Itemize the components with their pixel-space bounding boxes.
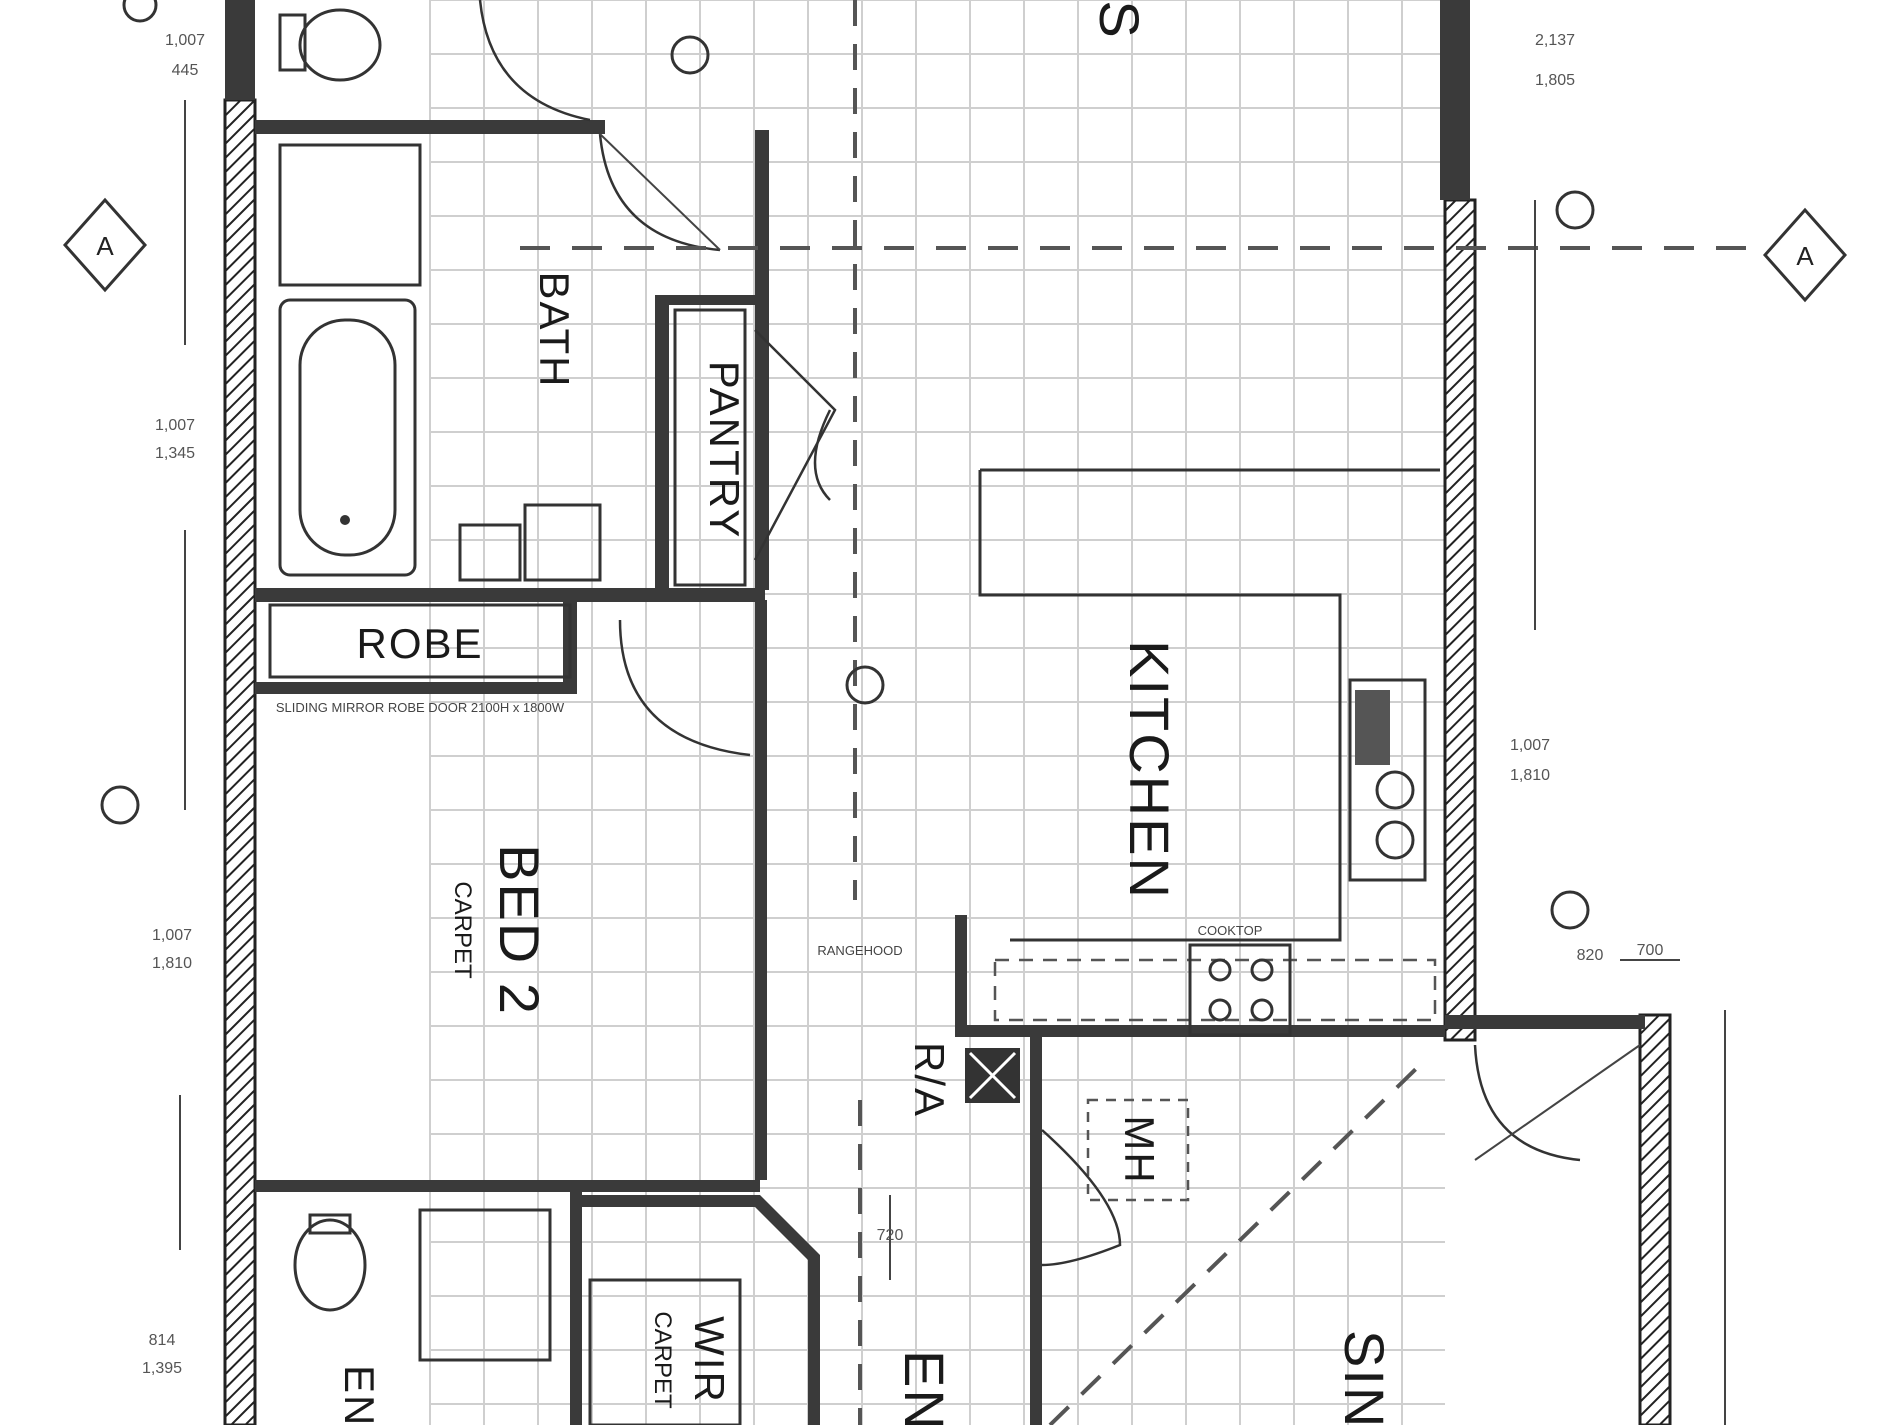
room-label-bath: BATH xyxy=(531,272,578,389)
kitchen-bench xyxy=(978,468,1440,1037)
floor-tile-grid xyxy=(429,0,1445,1425)
interior-walls xyxy=(255,120,1645,1425)
ensuite-shower xyxy=(418,1208,552,1362)
room-label-return-air: R/A xyxy=(906,1042,953,1118)
left-wall-top xyxy=(225,0,255,100)
rangehood-note: RANGEHOOD xyxy=(817,943,902,958)
kitchen-sink xyxy=(1348,678,1427,882)
svg-text:1,007: 1,007 xyxy=(1510,737,1550,754)
shower xyxy=(278,143,422,287)
dimension-lines xyxy=(179,100,1726,1425)
right-wall-top xyxy=(1440,0,1470,200)
left-exterior-wall xyxy=(223,98,257,1425)
manhole-label: MH xyxy=(1116,1115,1163,1184)
sliding-door-note: SLIDING MIRROR ROBE DOOR 2100H x 1800W xyxy=(276,700,565,715)
svg-text:1,007: 1,007 xyxy=(152,927,192,944)
room-label-robe: ROBE xyxy=(356,620,483,667)
room-label-kitchen: KITCHEN xyxy=(1118,640,1181,900)
room-label-pantry: PANTRY xyxy=(701,361,748,539)
room-label-single-garage: SING xyxy=(1333,1330,1396,1425)
svg-text:1,810: 1,810 xyxy=(152,955,192,972)
toilet-top xyxy=(298,8,382,82)
svg-text:814: 814 xyxy=(149,1332,176,1349)
svg-text:1,007: 1,007 xyxy=(165,32,205,49)
garage-exterior-wall xyxy=(1638,1013,1672,1425)
right-exterior-wall xyxy=(1443,198,1477,1042)
manhole xyxy=(1086,1098,1190,1202)
section-marker-left: A xyxy=(62,197,148,293)
room-label-living-partial: S xyxy=(1088,0,1151,39)
exterior-walls xyxy=(223,0,1672,1425)
room-label-wir: WIR xyxy=(686,1316,733,1404)
svg-text:A: A xyxy=(1796,241,1814,271)
pantry-fixtures xyxy=(673,308,837,587)
room-label-ensuite: ENS xyxy=(336,1365,383,1425)
svg-text:1,395: 1,395 xyxy=(142,1360,182,1377)
wir-cabinet xyxy=(588,1278,742,1425)
svg-text:700: 700 xyxy=(1637,942,1664,959)
svg-text:A: A xyxy=(96,231,114,261)
ensuite-toilet xyxy=(293,1218,367,1312)
cooktop-note: COOKTOP xyxy=(1198,923,1263,938)
svg-text:445: 445 xyxy=(172,62,199,79)
svg-text:1,345: 1,345 xyxy=(155,445,195,462)
bathtub xyxy=(278,298,417,577)
bed2-door-swing xyxy=(618,619,751,757)
svg-text:1,805: 1,805 xyxy=(1535,72,1575,89)
bed2-floor-finish: CARPET xyxy=(449,881,476,979)
basin xyxy=(523,503,602,582)
bath-fixtures xyxy=(278,0,721,582)
wir-floor-finish: CARPET xyxy=(649,1311,676,1409)
room-label-entry: EN xyxy=(893,1350,956,1425)
svg-text:820: 820 xyxy=(1577,947,1604,964)
svg-text:1,810: 1,810 xyxy=(1510,767,1550,784)
room-label-bed2: BED 2 xyxy=(488,844,551,1016)
svg-text:1,007: 1,007 xyxy=(155,417,195,434)
dimension-labels: 1,007 445 1,007 1,345 1,007 1,810 814 1,… xyxy=(142,32,1663,1377)
robe-cabinet xyxy=(268,603,572,679)
svg-text:720: 720 xyxy=(877,1227,904,1244)
svg-text:2,137: 2,137 xyxy=(1535,32,1575,49)
section-marker-right: A xyxy=(1762,207,1848,303)
cooktop xyxy=(1188,943,1292,1037)
